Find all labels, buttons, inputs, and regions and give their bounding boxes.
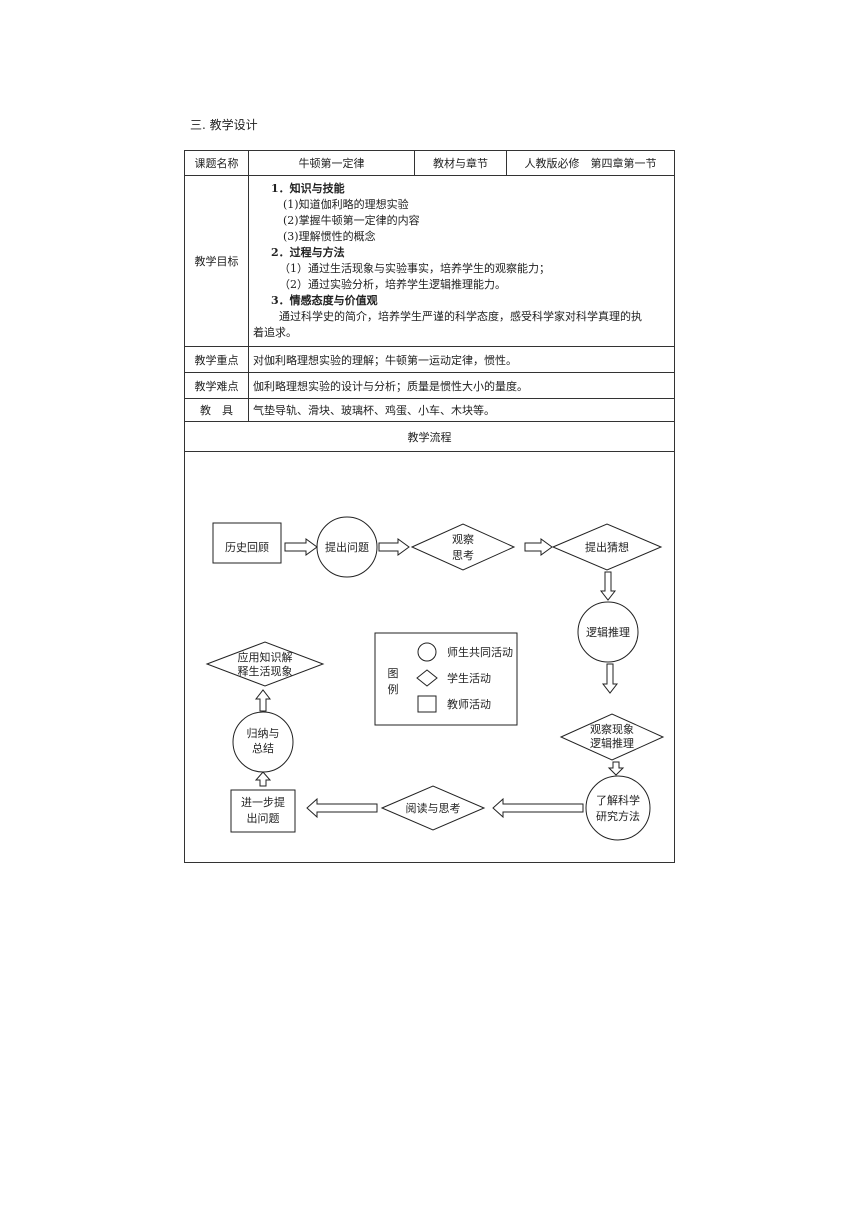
understand-method-label: 研究方法 — [596, 809, 640, 823]
section-heading: 三. 教学设计 — [190, 118, 258, 132]
observe-think-label: 观察 — [452, 532, 474, 546]
legend-diamond-label: 学生活动 — [447, 671, 491, 685]
legend-square-label: 教师活动 — [447, 698, 491, 711]
raise-question-label: 提出问题 — [325, 540, 369, 554]
further-question-box — [230, 789, 296, 833]
understand-method-label: 了解科学 — [596, 793, 640, 807]
read-think-diamond — [380, 785, 486, 831]
observe-reasoning-diamond — [559, 713, 665, 761]
arrow-icon — [378, 538, 410, 556]
propose-guess-label: 提出猜想 — [585, 540, 629, 554]
arrow-icon — [607, 761, 625, 776]
row-objectives: 教学目标 1．知识与技能 (1)知道伽利略的理想实验 (2)掌握牛顿第一定律的内… — [184, 175, 675, 347]
arrow-icon — [306, 797, 378, 819]
flow-title: 教学流程 — [184, 421, 675, 452]
topic-label: 课题名称 — [184, 150, 249, 176]
objectives-content: 1．知识与技能 (1)知道伽利略的理想实验 (2)掌握牛顿第一定律的内容 (3)… — [248, 175, 675, 347]
apply-knowledge-label: 应用知识解 — [238, 650, 293, 664]
arrow-icon — [601, 663, 619, 694]
observe-reasoning-label: 观察现象 — [590, 722, 634, 736]
objective-line: 通过科学史的简介，培养学生严谨的科学态度，感受科学家对科学真理的执 — [279, 310, 642, 323]
row-flowchart: 历史回顾 提出问题 观察 思考 提出猜想 逻辑推理 观察现象 逻辑推理 了解科学… — [184, 451, 675, 863]
row-key-points: 教学重点 对伽利略理想实验的理解；牛顿第一运动定律，惯性。 — [184, 346, 675, 373]
tools-value: 气垫导轨、滑块、玻璃杯、鸡蛋、小车、木块等。 — [248, 398, 675, 422]
logic-reasoning-label: 逻辑推理 — [586, 625, 630, 639]
apply-knowledge-label: 释生活现象 — [238, 664, 293, 678]
further-question-label: 进一步提 — [241, 796, 285, 809]
legend-title: 例 — [388, 682, 399, 696]
legend-square-icon — [417, 695, 437, 713]
arrow-icon — [254, 771, 272, 787]
arrow-icon — [254, 689, 272, 712]
observe-think-label: 思考 — [452, 549, 474, 562]
propose-guess-diamond — [551, 523, 663, 571]
objective-line: （1）通过生活现象与实验事实，培养学生的观察能力； — [279, 262, 550, 275]
summarize-label: 总结 — [252, 741, 274, 755]
key-points-label: 教学重点 — [184, 346, 249, 373]
textbook-label: 教材与章节 — [414, 150, 507, 176]
row-topic: 课题名称 牛顿第一定律 教材与章节 人教版必修 第四章第一节 — [184, 150, 675, 176]
apply-knowledge-diamond — [205, 641, 325, 687]
objective-line: 3．情感态度与价值观 — [271, 294, 378, 307]
objective-line: 着追求。 — [253, 326, 297, 339]
objective-line: (1)知道伽利略的理想实验 — [283, 198, 409, 211]
difficulties-label: 教学难点 — [184, 372, 249, 399]
legend-box — [374, 632, 518, 726]
objective-line: (2)掌握牛顿第一定律的内容 — [283, 214, 420, 227]
understand-method-circle — [585, 775, 651, 841]
legend-circle-icon — [417, 642, 437, 662]
objective-line: (3)理解惯性的概念 — [283, 230, 376, 243]
tools-label: 教 具 — [184, 398, 249, 422]
flowchart: 历史回顾 提出问题 观察 思考 提出猜想 逻辑推理 观察现象 逻辑推理 了解科学… — [205, 516, 665, 841]
arrow-icon — [524, 538, 553, 556]
arrow-icon — [284, 538, 318, 556]
textbook-value: 人教版必修 第四章第一节 — [506, 150, 675, 176]
read-think-label: 阅读与思考 — [406, 801, 461, 815]
objectives-label: 教学目标 — [184, 175, 249, 347]
topic-value: 牛顿第一定律 — [248, 150, 415, 176]
row-difficulties: 教学难点 伽利略理想实验的设计与分析；质量是惯性大小的量度。 — [184, 372, 675, 399]
observe-think-diamond — [410, 523, 516, 571]
row-flow-title: 教学流程 — [184, 421, 675, 452]
difficulties-value: 伽利略理想实验的设计与分析；质量是惯性大小的量度。 — [248, 372, 675, 399]
logic-reasoning-circle — [577, 601, 639, 663]
flowchart-cell: 历史回顾 提出问题 观察 思考 提出猜想 逻辑推理 观察现象 逻辑推理 了解科学… — [184, 451, 675, 863]
row-tools: 教 具 气垫导轨、滑块、玻璃杯、鸡蛋、小车、木块等。 — [184, 398, 675, 422]
key-points-value: 对伽利略理想实验的理解；牛顿第一运动定律，惯性。 — [248, 346, 675, 373]
objective-line: 2．过程与方法 — [271, 246, 345, 259]
observe-reasoning-label: 逻辑推理 — [590, 736, 634, 750]
legend-circle-label: 师生共同活动 — [447, 645, 513, 659]
summarize-label: 归纳与 — [247, 726, 280, 740]
arrow-icon — [599, 571, 617, 601]
legend-title: 图 — [388, 667, 399, 680]
further-question-label: 出问题 — [247, 811, 280, 825]
lesson-plan-table: 课题名称 牛顿第一定律 教材与章节 人教版必修 第四章第一节 教学目标 1．知识… — [184, 150, 675, 863]
history-review-box — [212, 522, 282, 564]
objective-line: （2）通过实验分析，培养学生逻辑推理能力。 — [279, 278, 506, 291]
legend-diamond-icon — [416, 669, 438, 687]
history-review-label: 历史回顾 — [225, 541, 269, 554]
objective-line: 1．知识与技能 — [271, 182, 345, 195]
arrow-icon — [492, 797, 584, 819]
